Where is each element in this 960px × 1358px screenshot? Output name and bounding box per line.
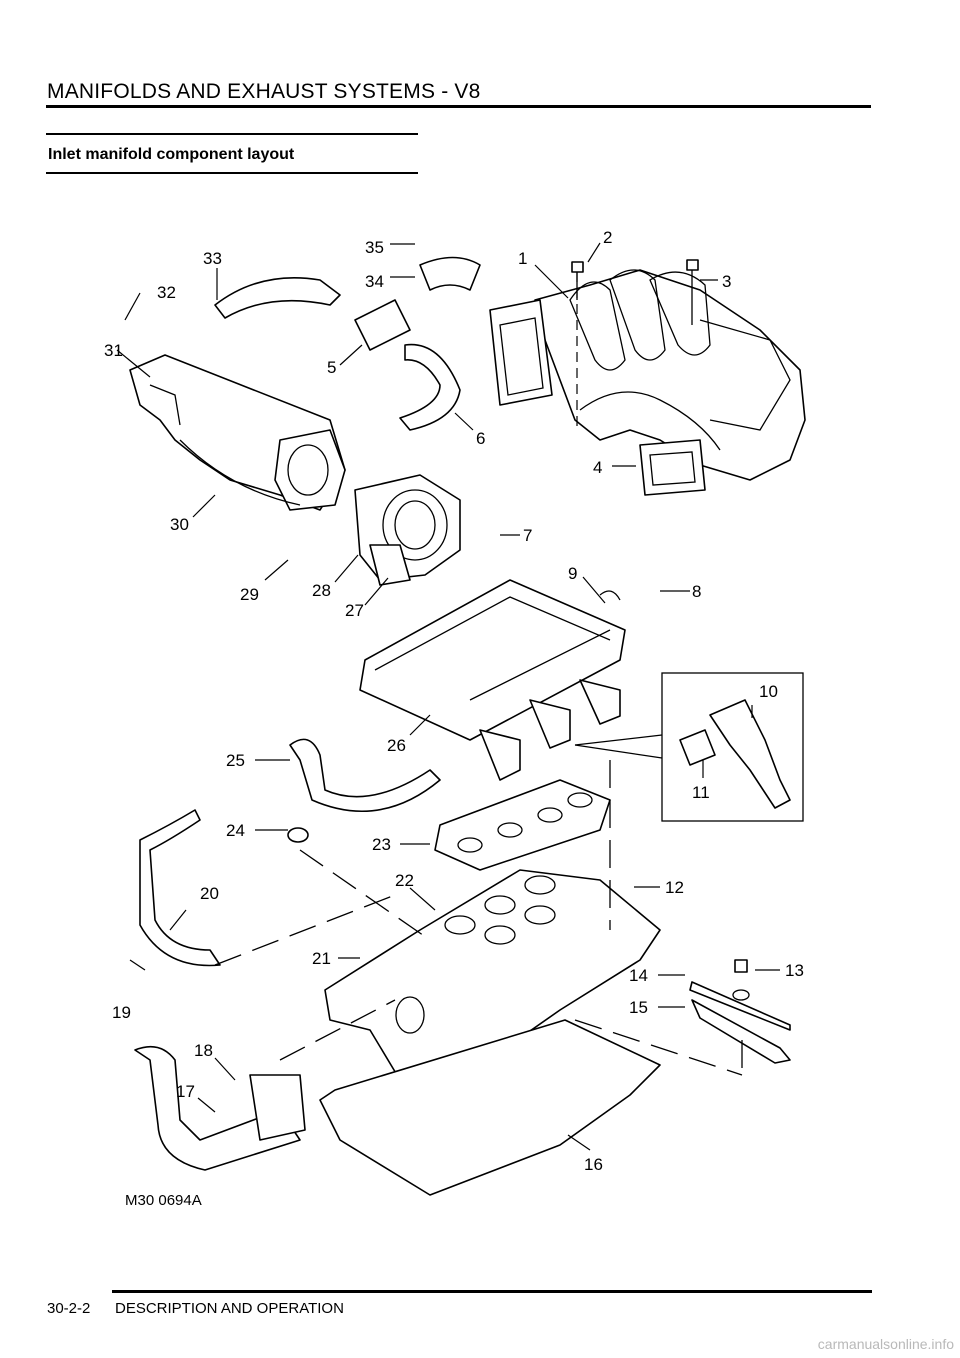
valley-gasket <box>319 1019 661 1196</box>
upper-inlet-manifold <box>489 269 806 496</box>
callout-32: 32 <box>157 283 176 302</box>
callout-35: 35 <box>365 238 384 257</box>
watermark: carmanualsonline.info <box>817 1336 954 1352</box>
hose-upper <box>214 256 481 431</box>
callout-30: 30 <box>170 515 189 534</box>
callout-13: 13 <box>785 961 804 980</box>
callout-17: 17 <box>176 1082 195 1101</box>
callout-28: 28 <box>312 581 331 600</box>
fuel-rail <box>359 579 626 781</box>
page-header-title: MANIFOLDS AND EXHAUST SYSTEMS - V8 <box>47 80 481 103</box>
callout-23: 23 <box>372 835 391 854</box>
callout-15: 15 <box>629 998 648 1017</box>
coolant-pipe-lower <box>134 1045 301 1171</box>
callout-14: 14 <box>629 966 648 985</box>
callout-25: 25 <box>226 751 245 770</box>
footer-section-name: DESCRIPTION AND OPERATION <box>115 1300 344 1317</box>
header-rule <box>46 105 871 108</box>
callout-27: 27 <box>345 601 364 620</box>
injector-inset-frame <box>661 672 804 822</box>
callout-31: 31 <box>104 341 123 360</box>
callout-11: 11 <box>692 783 710 802</box>
callout-4: 4 <box>593 458 602 477</box>
plenum-chamber <box>129 354 346 511</box>
breather-hose <box>289 738 441 813</box>
callout-21: 21 <box>312 949 331 968</box>
callout-1: 1 <box>518 249 527 268</box>
callout-3: 3 <box>722 272 731 291</box>
bolt-13 <box>734 959 748 973</box>
bracket-15 <box>691 999 791 1064</box>
section-rule-bottom <box>46 172 418 174</box>
callout-19: 19 <box>112 1003 131 1022</box>
callout-9: 9 <box>568 564 577 583</box>
manifold-gasket <box>434 779 611 871</box>
callout-20: 20 <box>200 884 219 903</box>
callout-12: 12 <box>665 878 684 897</box>
section-title: Inlet manifold component layout <box>48 146 295 163</box>
callout-34: 34 <box>365 272 384 291</box>
coolant-pipe-upper <box>139 809 221 967</box>
callout-16: 16 <box>584 1155 603 1174</box>
callout-5: 5 <box>327 358 336 377</box>
grommet <box>287 827 309 843</box>
throttle-body <box>354 474 461 586</box>
callout-6: 6 <box>476 429 485 448</box>
callout-2: 2 <box>603 228 612 247</box>
callout-24: 24 <box>226 821 245 840</box>
callout-22: 22 <box>395 871 414 890</box>
callout-8: 8 <box>692 582 701 601</box>
callout-33: 33 <box>203 249 222 268</box>
footer-rule <box>112 1290 872 1293</box>
callout-7: 7 <box>523 526 532 545</box>
coolant-flange <box>249 1074 306 1141</box>
bracket-14 <box>689 981 791 1031</box>
callout-26: 26 <box>387 736 406 755</box>
footer-page-number: 30-2-2 <box>47 1300 91 1317</box>
figure-reference: M30 0694A <box>125 1192 202 1209</box>
section-rule-top <box>46 133 418 135</box>
lower-inlet-manifold <box>324 869 661 1101</box>
callout-29: 29 <box>240 585 259 604</box>
callout-18: 18 <box>194 1041 213 1060</box>
callout-10: 10 <box>759 682 778 701</box>
injector-detail <box>679 699 791 809</box>
